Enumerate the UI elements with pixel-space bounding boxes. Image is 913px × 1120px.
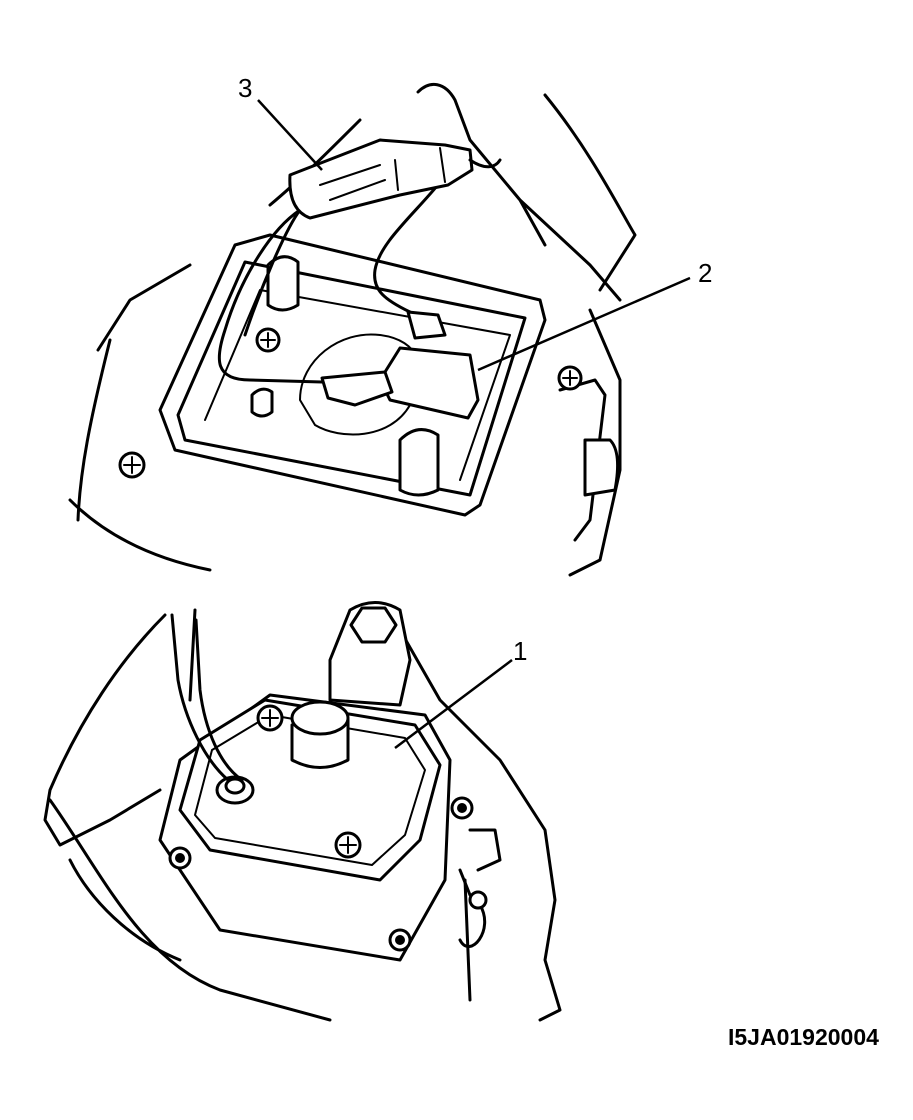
screw-lower-2: [334, 831, 362, 859]
hex-bolt: [349, 606, 398, 644]
cover-plate-inner: [194, 714, 426, 866]
upper-frame-right: [416, 83, 637, 577]
test-probe-detail: [319, 147, 446, 201]
screw-lower-3: [450, 796, 474, 820]
callout-2: 2: [477, 258, 712, 372]
screw-upper-5: [557, 365, 583, 391]
screw-upper-4: [118, 451, 146, 479]
probe-tail-wire: [468, 158, 502, 169]
housing-floor: [204, 289, 511, 481]
post-bottom: [398, 428, 440, 497]
post-small: [250, 387, 274, 418]
cover-plate: [178, 698, 442, 882]
cover-cap: [290, 700, 350, 769]
screw-lower-4: [168, 846, 192, 870]
screw-lower-5: [388, 928, 412, 952]
callout-1: 1: [394, 636, 527, 749]
pickup-bracket: [378, 346, 480, 420]
callout-1-label: 1: [513, 636, 527, 666]
post-top: [266, 255, 300, 312]
upper-view: [68, 83, 637, 577]
figure-id: I5JA01920004: [728, 1024, 879, 1050]
screw-upper-1: [255, 327, 281, 353]
callout-3: 3: [238, 73, 323, 171]
lower-frame: [43, 608, 562, 1022]
housing-outer-rim: [158, 233, 547, 517]
housing-inner-rim: [176, 260, 527, 497]
cover-wire: [170, 613, 244, 782]
lead-connector: [406, 310, 447, 340]
lead-wire: [217, 168, 452, 384]
wire-grommet: [215, 775, 255, 805]
callout-2-label: 2: [698, 258, 712, 288]
side-hole: [468, 890, 488, 910]
lower-view: [43, 601, 562, 1022]
side-knob: [583, 438, 620, 497]
callout-3-label: 3: [238, 73, 252, 103]
pickup-arm: [320, 370, 394, 407]
screw-lower-1: [256, 704, 284, 732]
